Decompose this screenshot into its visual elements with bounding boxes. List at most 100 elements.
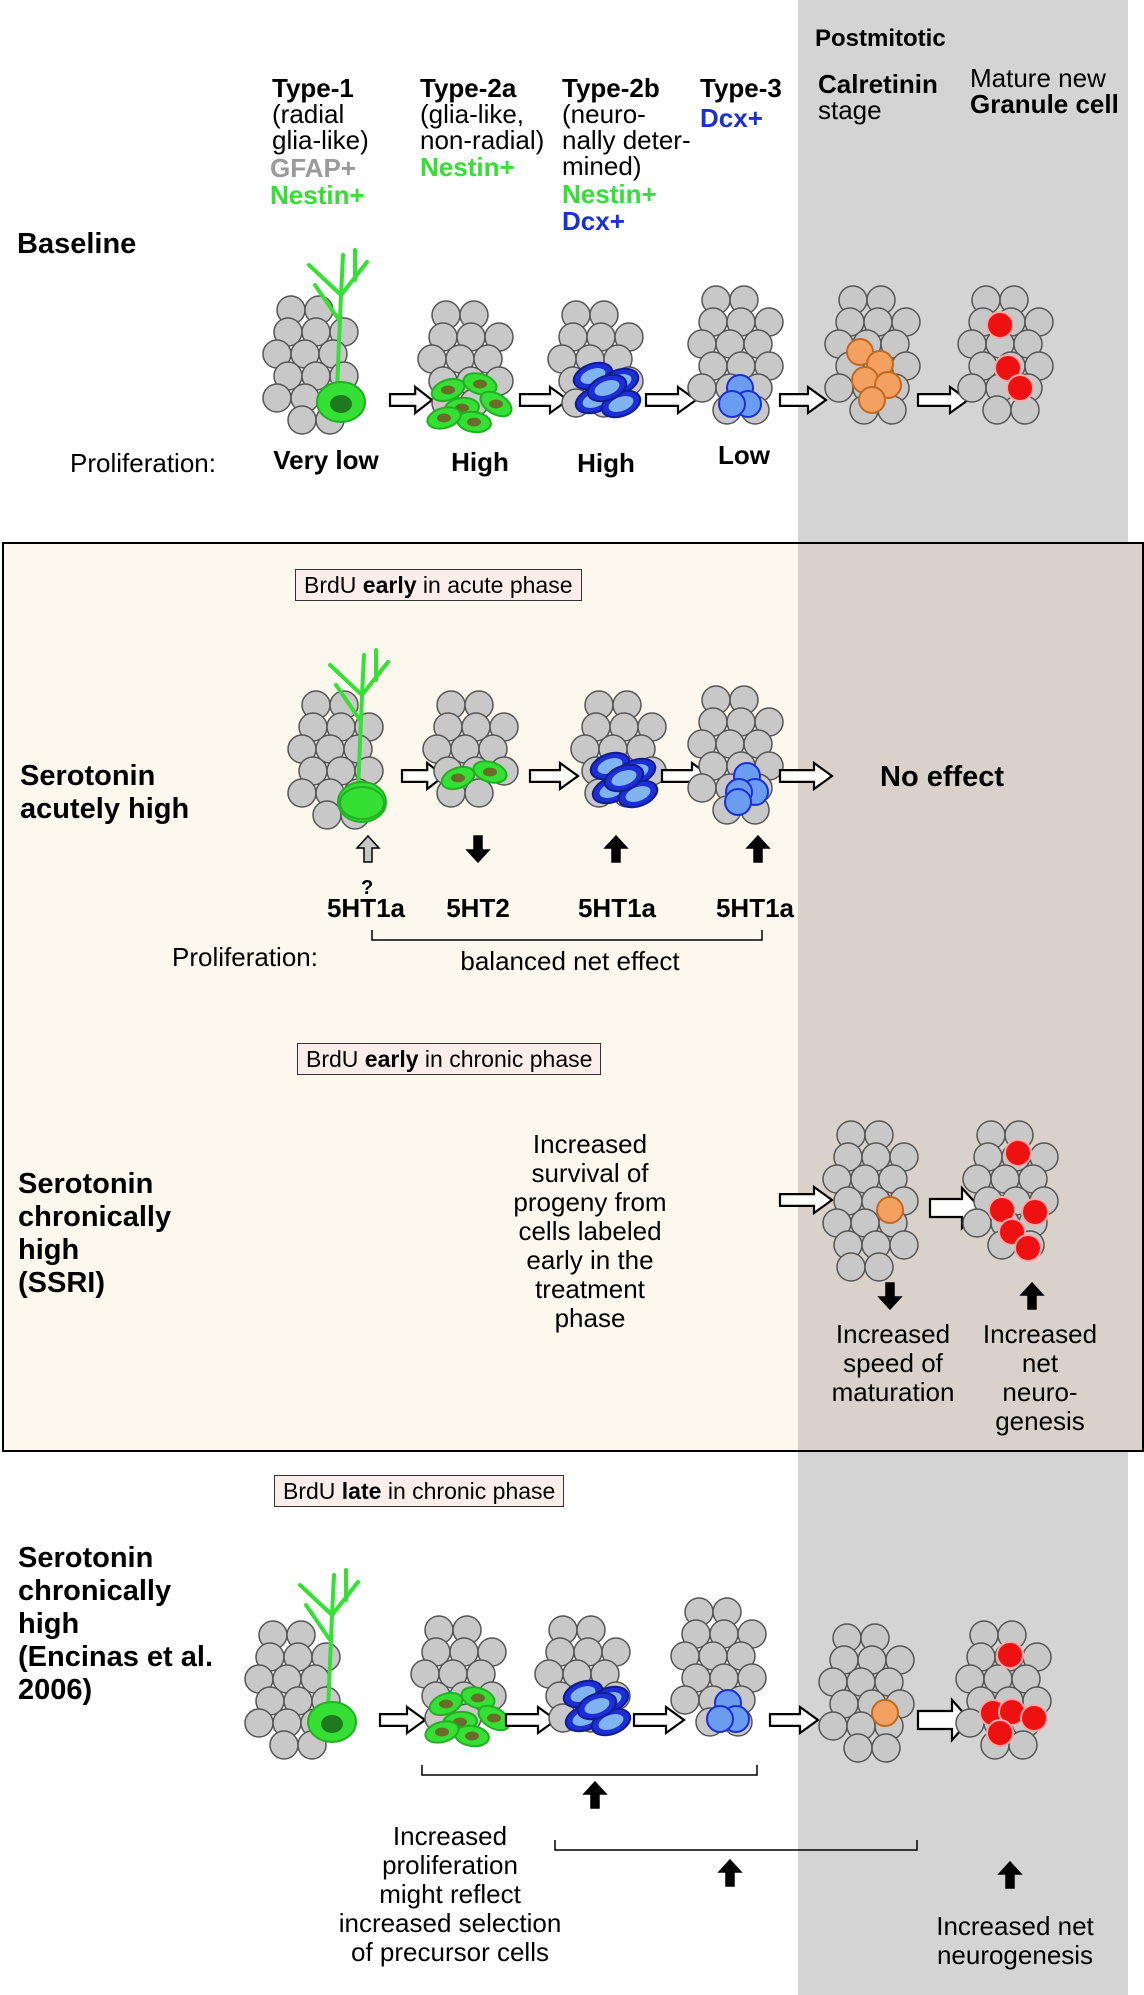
- type1-process: [356, 693, 364, 792]
- baseline-granule-group: [986, 311, 1034, 402]
- acute-type2a-cells: [440, 760, 508, 791]
- type2b-desc-1: (neuro-: [562, 99, 646, 129]
- type2a-title: Type-2a: [420, 73, 517, 103]
- type1-branches: [298, 1568, 360, 1642]
- survival-line-3: progeny from: [513, 1187, 667, 1217]
- chronic-title-4: (SSRI): [18, 1267, 105, 1299]
- chronic-net-line-1: Increased: [982, 1319, 1098, 1349]
- late-note-line-4: increased selection: [338, 1908, 562, 1938]
- type2a-nucleus: [489, 399, 503, 409]
- brdu-acute-pre: BrdU: [304, 572, 363, 598]
- brdu-chronic-pre: BrdU: [306, 1046, 365, 1072]
- baseline-granule-cell: [986, 311, 1014, 339]
- type1-branches: [307, 248, 369, 322]
- chronic-net-line-3: neuro-: [1002, 1377, 1078, 1407]
- type3-title: Type-3: [700, 73, 782, 103]
- type2b-nucleus: [625, 786, 651, 802]
- chronic-granule-cell: [1014, 1234, 1042, 1262]
- acute-type1-daughter: [339, 786, 385, 820]
- late-calretinin-group: [871, 1699, 899, 1727]
- type2a-nucleus: [483, 767, 497, 777]
- late-type1-cell: [298, 1568, 360, 1743]
- brdu-acute-box: BrdU early in acute phase: [295, 569, 582, 601]
- type3-cell: [706, 1705, 734, 1733]
- late-type2a-cells: [424, 1686, 511, 1748]
- brdu-late-box: BrdU late in chronic phase: [274, 1475, 565, 1507]
- baseline-granule-cell: [1006, 374, 1034, 402]
- granule-cell: [889, 1230, 919, 1260]
- baseline-level-type2b: High: [577, 448, 635, 478]
- late-up-arrow-1: [582, 1780, 608, 1809]
- baseline-level-type3: Low: [718, 440, 770, 470]
- chronic-calretinin-cell: [876, 1196, 904, 1224]
- acute-type2a-cluster: [422, 690, 519, 808]
- brdu-chronic-box: BrdU early in chronic phase: [297, 1043, 602, 1075]
- granule-cell: [824, 373, 854, 403]
- baseline-proliferation-label: Proliferation:: [70, 448, 216, 478]
- late-calretinin-cluster: [818, 1623, 915, 1763]
- type2a-nucleus: [441, 385, 455, 395]
- late-bracket-1: [421, 1765, 758, 1776]
- survival-line-2: survival of: [531, 1158, 649, 1188]
- type1-desc-1: (radial: [272, 99, 345, 129]
- acute-balanced-effect: balanced net effect: [460, 946, 680, 976]
- chronic-down-arrow-speed: [877, 1282, 903, 1311]
- late-type3-cells: [706, 1689, 750, 1733]
- late-granule-cell: [996, 1641, 1024, 1669]
- late-arrow-4: [768, 1704, 820, 1736]
- granule-cell: [287, 405, 317, 435]
- late-up-arrow-2: [717, 1858, 743, 1887]
- type2b-nucleus: [611, 770, 637, 786]
- ssri-panel-border: [2, 542, 1144, 1452]
- late-arrow-3: [632, 1704, 686, 1736]
- type2a-marker-nestin: Nestin+: [420, 152, 515, 182]
- chronic-title-1: Serotonin: [18, 1168, 154, 1200]
- brdu-acute-post: in acute phase: [416, 572, 573, 598]
- type2b-marker-nestin: Nestin+: [562, 179, 657, 209]
- type3-cell: [718, 390, 746, 418]
- chronic-net-line-4: genesis: [995, 1406, 1085, 1436]
- brdu-chronic-post: in chronic phase: [418, 1046, 593, 1072]
- baseline-type1-cluster: [262, 295, 359, 435]
- acute-receptor-type2b: 5HT1a: [577, 893, 657, 923]
- late-note-line-2: proliferation: [382, 1850, 518, 1880]
- acute-question-mark: ?: [361, 877, 374, 899]
- late-note-line-5: of precursor cells: [351, 1937, 549, 1967]
- baseline-arrow-1: [388, 384, 434, 416]
- type2b-marker-dcx: Dcx+: [562, 206, 625, 236]
- type2b-nucleus: [608, 396, 634, 412]
- chronic-arrow-1: [778, 1184, 834, 1216]
- type2a-nucleus: [439, 1699, 453, 1709]
- type2a-nucleus: [435, 1727, 449, 1737]
- type1-nucleus: [330, 395, 352, 413]
- brdu-late-post: in chronic phase: [381, 1478, 556, 1504]
- acute-updown-type1: [355, 834, 381, 863]
- acute-no-effect: No effect: [880, 761, 1005, 793]
- type1-desc-2: glia-like): [272, 125, 369, 155]
- late-net-line-1: Increased net: [936, 1911, 1094, 1941]
- type2a-nucleus: [487, 1713, 501, 1723]
- late-note-line-3: might reflect: [379, 1879, 521, 1909]
- type2b-nucleus: [594, 380, 620, 396]
- type2b-title: Type-2b: [562, 73, 660, 103]
- acute-type3-extra-cell: [724, 788, 752, 816]
- type2b-desc-3: mined): [562, 151, 642, 181]
- acute-type2b-cells: [589, 751, 659, 809]
- granule-cell: [687, 773, 717, 803]
- type2a-nucleus: [465, 1731, 479, 1741]
- type1-process: [326, 1613, 334, 1712]
- type1-title: Type-1: [272, 73, 354, 103]
- granule-cell: [843, 1733, 873, 1763]
- type2a-nucleus: [471, 1693, 485, 1703]
- late-type1-cluster: [244, 1620, 341, 1760]
- calretinin-sub: stage: [818, 95, 882, 125]
- acute-receptor-type2a: 5HT2: [446, 893, 510, 923]
- baseline-arrow-5: [916, 384, 970, 416]
- late-granule-cell: [986, 1719, 1014, 1747]
- brdu-late-pre: BrdU: [283, 1478, 342, 1504]
- baseline-arrow-2: [518, 384, 570, 416]
- chronic-granule-group: [988, 1139, 1049, 1262]
- brdu-late-bold: late: [341, 1478, 382, 1504]
- baseline-type1-cell: [307, 248, 369, 423]
